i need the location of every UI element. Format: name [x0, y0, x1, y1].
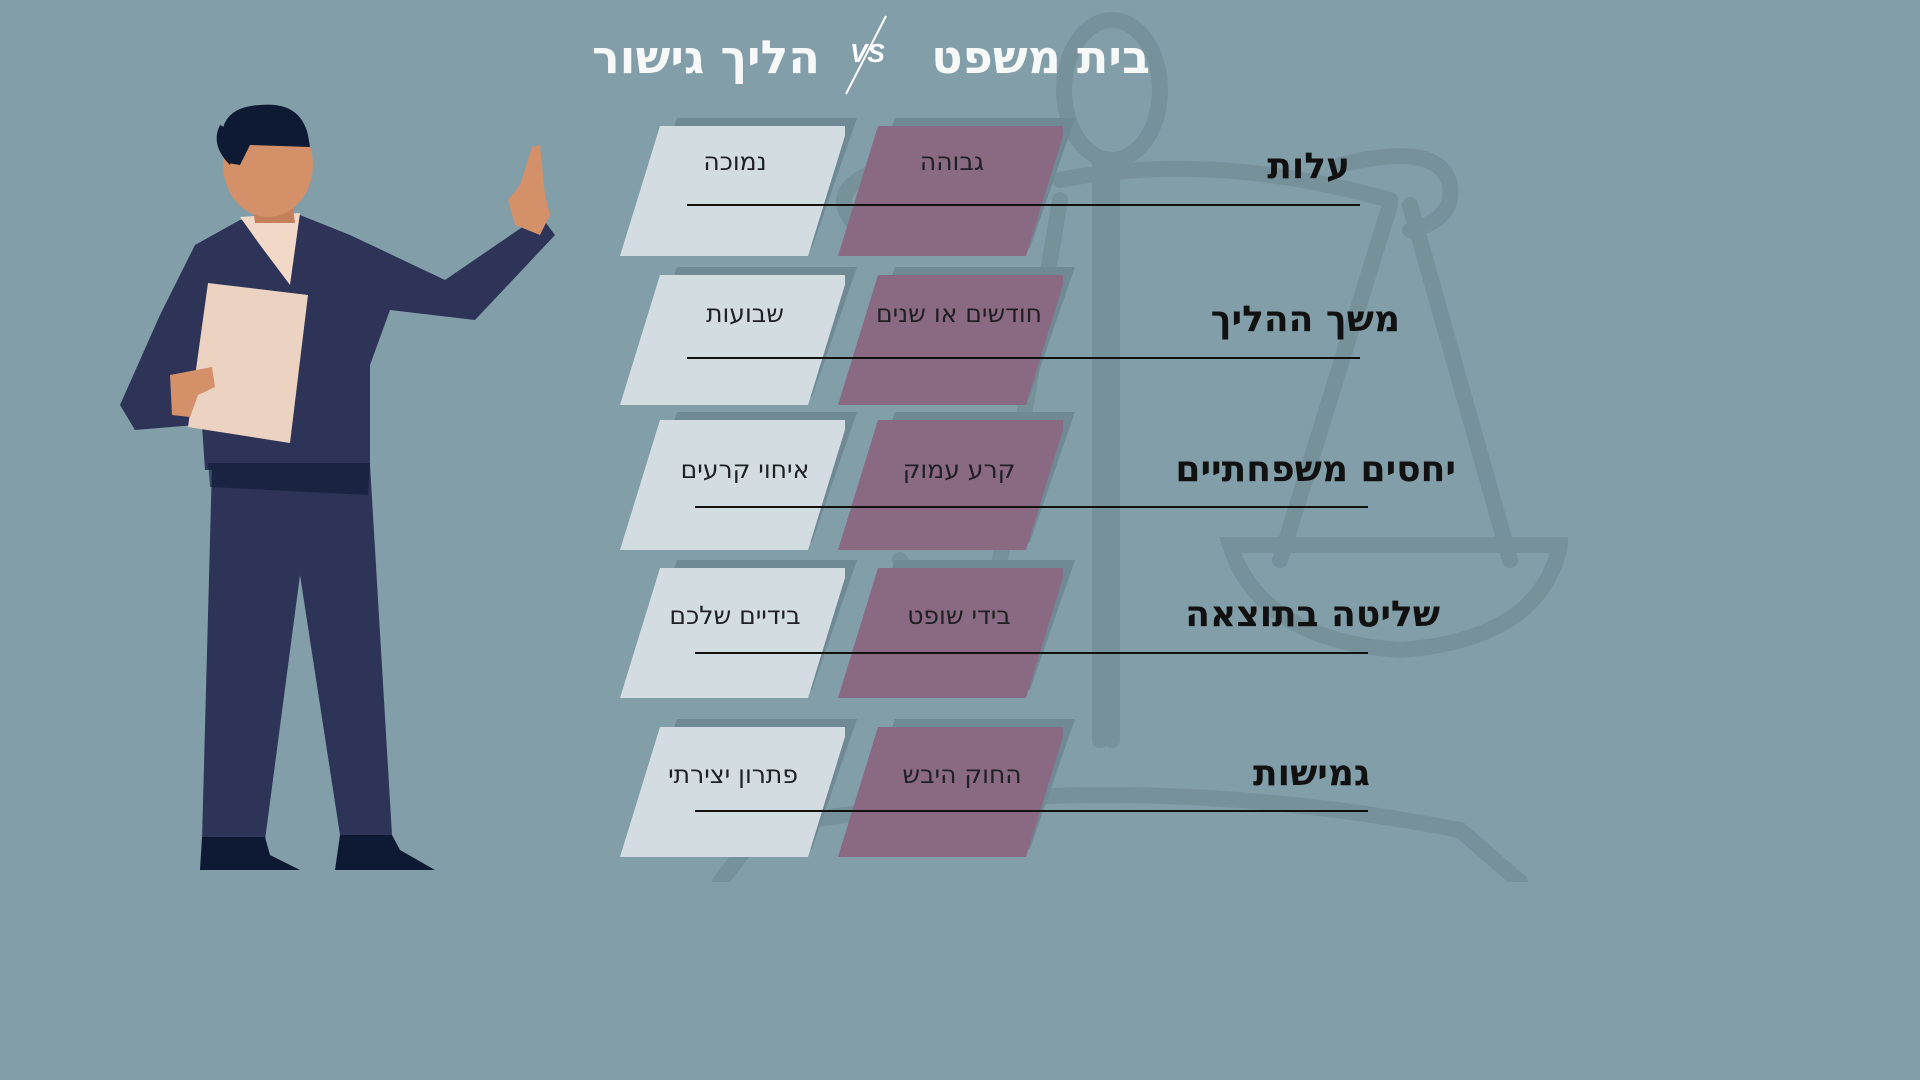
- row-underline: [695, 652, 1368, 654]
- businessman-pointing-icon: [120, 104, 555, 870]
- court-card: [838, 126, 1063, 256]
- mediation-value: פתרון יצירתי: [668, 760, 798, 789]
- mediation-value: נמוכה: [703, 147, 767, 176]
- row-label: יחסים משפחתיים: [1175, 449, 1456, 490]
- court-card: [838, 727, 1063, 857]
- mediation-card: [620, 568, 845, 698]
- row-underline: [695, 810, 1368, 812]
- mediation-value: שבועות: [706, 299, 784, 328]
- row-label: משך ההליך: [1210, 299, 1400, 340]
- row-label: גמישות: [1253, 753, 1370, 794]
- court-value: החוק היבש: [902, 760, 1022, 789]
- court-value: קרע עמוק: [902, 455, 1016, 484]
- mediation-card: [620, 420, 845, 550]
- row-underline: [695, 506, 1368, 508]
- mediation-value: בידיים שלכם: [669, 601, 801, 630]
- mediation-card: [620, 275, 845, 405]
- vs-label: VS: [850, 38, 885, 68]
- court-value: חודשים או שנים: [875, 299, 1042, 328]
- mediation-card: [620, 727, 845, 857]
- court-value: בידי שופט: [907, 601, 1011, 630]
- mediation-card: [620, 126, 845, 256]
- row-underline: [687, 357, 1360, 359]
- court-value: גבוהה: [919, 147, 985, 176]
- court-title: בית משפט: [931, 30, 1150, 84]
- row-label: שליטה בתוצאה: [1185, 594, 1440, 635]
- mediation-title: הליך גישור: [591, 30, 820, 84]
- row-underline: [687, 204, 1360, 206]
- mediation-value: איחוי קרעים: [680, 455, 810, 484]
- court-card: [838, 568, 1063, 698]
- row-label: עלות: [1267, 146, 1350, 187]
- court-card: [838, 420, 1063, 550]
- vs-divider-icon: [845, 15, 887, 95]
- court-card: [838, 275, 1063, 405]
